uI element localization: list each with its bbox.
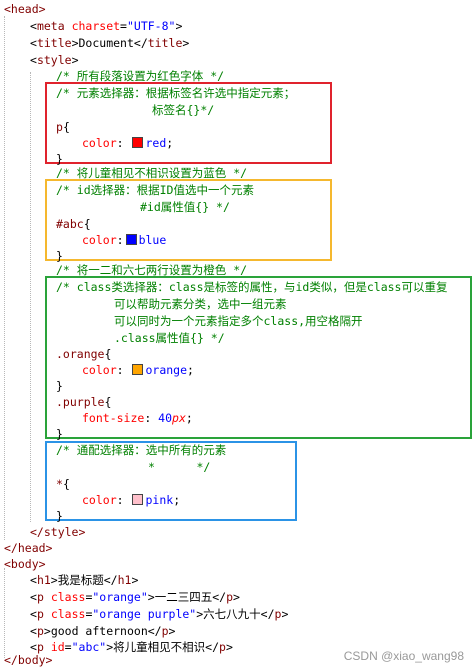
code-line-comment: 可以帮助元素分类，选中一组元素 xyxy=(114,297,287,311)
code-line-decl-font-size: font-size: 40px; xyxy=(82,411,193,425)
element-selector-box xyxy=(45,82,332,164)
head-open-tag: <head> xyxy=(4,2,46,16)
code-line-style-close: </style> xyxy=(30,525,86,539)
code-line-body-close: </body> xyxy=(4,653,53,667)
code-line-h1: <h1>我是标题</h1> xyxy=(30,573,139,587)
indent-guide xyxy=(4,16,5,540)
style-open-tag: style xyxy=(36,53,72,67)
code-line-decl-color-red: color: red; xyxy=(82,136,174,150)
code-line-p-plain: <p>good afternoon</p> xyxy=(30,624,176,638)
indent-guide xyxy=(30,72,31,522)
id-selector-box xyxy=(45,179,332,261)
code-line-selector-abc: #abc{ xyxy=(56,217,91,231)
code-line-decl-color-blue: color:blue xyxy=(82,233,167,247)
color-swatch-red xyxy=(132,137,144,148)
code-line-head-close: </head> xyxy=(4,541,53,555)
code-line-style-open: <style> xyxy=(30,53,79,67)
code-line-comment: .class属性值{} */ xyxy=(114,331,225,345)
code-line-comment: /* 通配选择器：选中所有的元素 xyxy=(56,443,227,457)
code-line-p-orange: <p class="orange">一二三四五</p> xyxy=(30,590,240,604)
csdn-watermark: CSDN @xiao_wang98 xyxy=(343,649,464,663)
indent-guide xyxy=(4,568,5,658)
code-line-selector-p: p{ xyxy=(56,120,70,134)
universal-selector-box xyxy=(45,441,297,521)
title-close-tag: title xyxy=(147,36,183,50)
meta-val: "UTF-8" xyxy=(126,19,176,33)
code-line-selector-star: *{ xyxy=(56,477,70,491)
meta-tag: meta xyxy=(36,19,65,33)
code-line-comment: /* id选择器：根据ID值选中一个元素 xyxy=(56,183,254,197)
code-line-comment: /* 元素选择器：根据标签名许选中指定元素； xyxy=(56,86,296,100)
code-line-close-brace: } xyxy=(56,509,63,523)
code-line-selector-orange: .orange{ xyxy=(56,347,112,361)
title-open-tag: title xyxy=(36,36,72,50)
code-line-comment: 标签名{}*/ xyxy=(152,103,215,117)
title-text: Document xyxy=(78,36,134,50)
code-line-p-orange-purple: <p class="orange purple">六七八九十</p> xyxy=(30,607,289,621)
color-swatch-orange xyxy=(132,364,144,375)
code-line-close-brace: } xyxy=(56,379,63,393)
code-line-comment: * */ xyxy=(148,460,211,474)
code-line-decl-color-orange: color: orange; xyxy=(82,363,194,377)
code-line-comment: 可以同时为一个元素指定多个class,用空格隔开 xyxy=(114,314,363,328)
code-line-comment: /* 将儿童相见不相识设置为蓝色 */ xyxy=(56,166,248,180)
code-line-p-abc: <p id="abc">将儿童相见不相识</p> xyxy=(30,640,233,654)
code-line-close-brace: } xyxy=(56,152,63,166)
code-line-meta: <meta charset="UTF-8"> xyxy=(30,19,183,33)
code-line-head-open: <head> xyxy=(4,0,46,19)
color-swatch-pink xyxy=(132,494,144,505)
code-line-comment: /* class类选择器：class是标签的属性，与id类似，但是class可以… xyxy=(56,280,448,294)
color-swatch-blue xyxy=(125,234,137,245)
code-line-body-open: <body> xyxy=(4,557,46,571)
code-line-selector-purple: .purple{ xyxy=(56,395,112,409)
code-line-comment: #id属性值{} */ xyxy=(140,200,230,214)
class-selector-box xyxy=(45,276,472,439)
code-line-close-brace: } xyxy=(56,249,63,263)
code-line-comment: /* 将一二和六七两行设置为橙色 */ xyxy=(56,263,248,277)
code-line-comment: /* 所有段落设置为红色字体 */ xyxy=(56,69,225,83)
code-line-decl-color-pink: color: pink; xyxy=(82,493,181,507)
code-line-title: <title>Document</title> xyxy=(30,36,190,50)
code-line-close-brace: } xyxy=(56,427,63,441)
meta-attr: charset xyxy=(71,19,121,33)
